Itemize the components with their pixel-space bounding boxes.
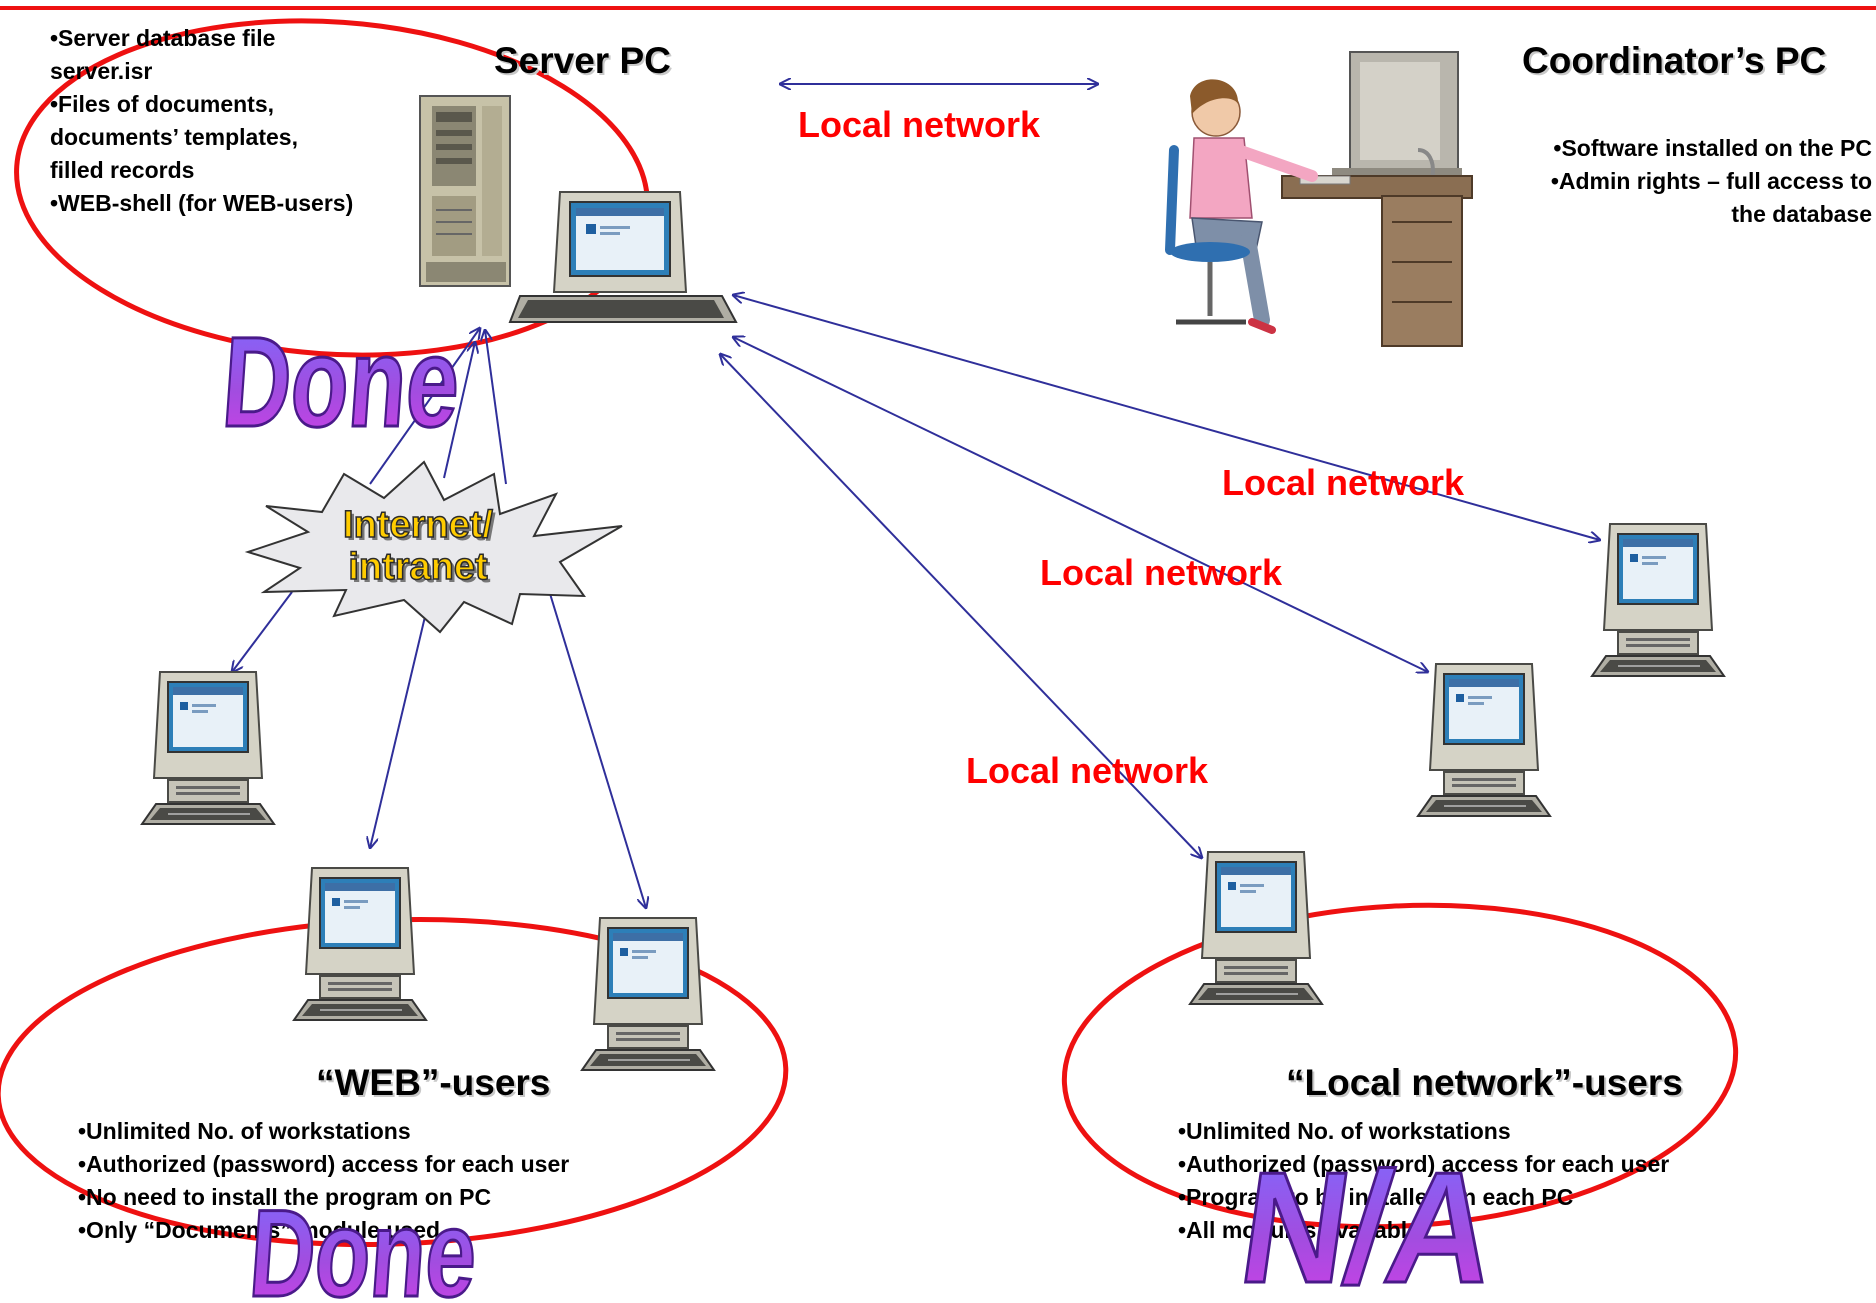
arrow-cloud-web-pc2 <box>370 603 429 848</box>
cloud-line-2: intranet <box>348 545 489 589</box>
arrow-cloud-web-pc1 <box>232 591 293 672</box>
local-users-bullet-3: •Program to be installed on each PC <box>1178 1184 1574 1210</box>
server-monitor-icon <box>508 191 738 323</box>
local-network-label-bottom: Local network <box>966 750 1209 791</box>
coordinator-pc-title: Coordinator’s PC <box>1522 40 1827 81</box>
web-users-bullet-3: •No need to install the program on PC <box>78 1184 492 1210</box>
local-network-label-middle: Local network <box>1040 552 1283 593</box>
arrow-cloud-web-pc3 <box>543 573 646 908</box>
na-stamp-local-users: N/A <box>1231 1139 1506 1303</box>
arrow-cloud-server-2 <box>443 342 475 479</box>
web-users-title: “WEB”-users <box>316 1062 551 1103</box>
arrow-cloud-server-3 <box>485 330 507 485</box>
done-stamp-web-users: Done <box>245 1185 481 1303</box>
local-users-bullet-1: •Unlimited No. of workstations <box>1178 1118 1511 1144</box>
server-bullet-4: documents’ templates, <box>50 124 298 150</box>
server-bullet-5: filled records <box>50 157 195 183</box>
local-users-title: “Local network”-users <box>1286 1062 1683 1103</box>
local-network-label-top: Local network <box>798 104 1041 145</box>
coordinator-bullet-3: the database <box>1731 201 1872 227</box>
arrow-server-local-pc3 <box>720 354 1202 858</box>
server-pc-title: Server PC <box>494 40 671 81</box>
coordinator-bullet-2: •Admin rights – full access to <box>1550 168 1872 194</box>
server-bullet-3: •Files of documents, <box>50 91 275 117</box>
local-users-ellipse <box>1061 902 1739 1230</box>
local-users-bullet-2: •Authorized (password) access for each u… <box>1178 1151 1670 1177</box>
cloud-line-1: Internet/ <box>342 503 493 547</box>
arrow-cloud-server-1 <box>369 328 480 485</box>
done-stamp-server: Done <box>218 311 464 454</box>
local-users-bullet-4: •All modules available <box>1178 1217 1420 1243</box>
server-bullet-6: •WEB-shell (for WEB-users) <box>50 190 354 216</box>
web-users-bullet-4: •Only “Documents” module used <box>78 1217 441 1243</box>
local-network-label-right: Local network <box>1222 462 1465 503</box>
coordinator-person-icon <box>1165 51 1473 347</box>
server-bullet-1: •Server database file <box>50 25 276 51</box>
coordinator-bullet-1: •Software installed on the PC <box>1553 135 1872 161</box>
web-users-bullet-2: •Authorized (password) access for each u… <box>78 1151 570 1177</box>
internet-intranet-label: Internet/ intranet <box>318 503 518 589</box>
server-bullet-2: server.isr <box>50 58 153 84</box>
internet-burst-shape <box>244 460 623 634</box>
web-users-bullet-1: •Unlimited No. of workstations <box>78 1118 411 1144</box>
server-tower-icon <box>419 95 511 287</box>
